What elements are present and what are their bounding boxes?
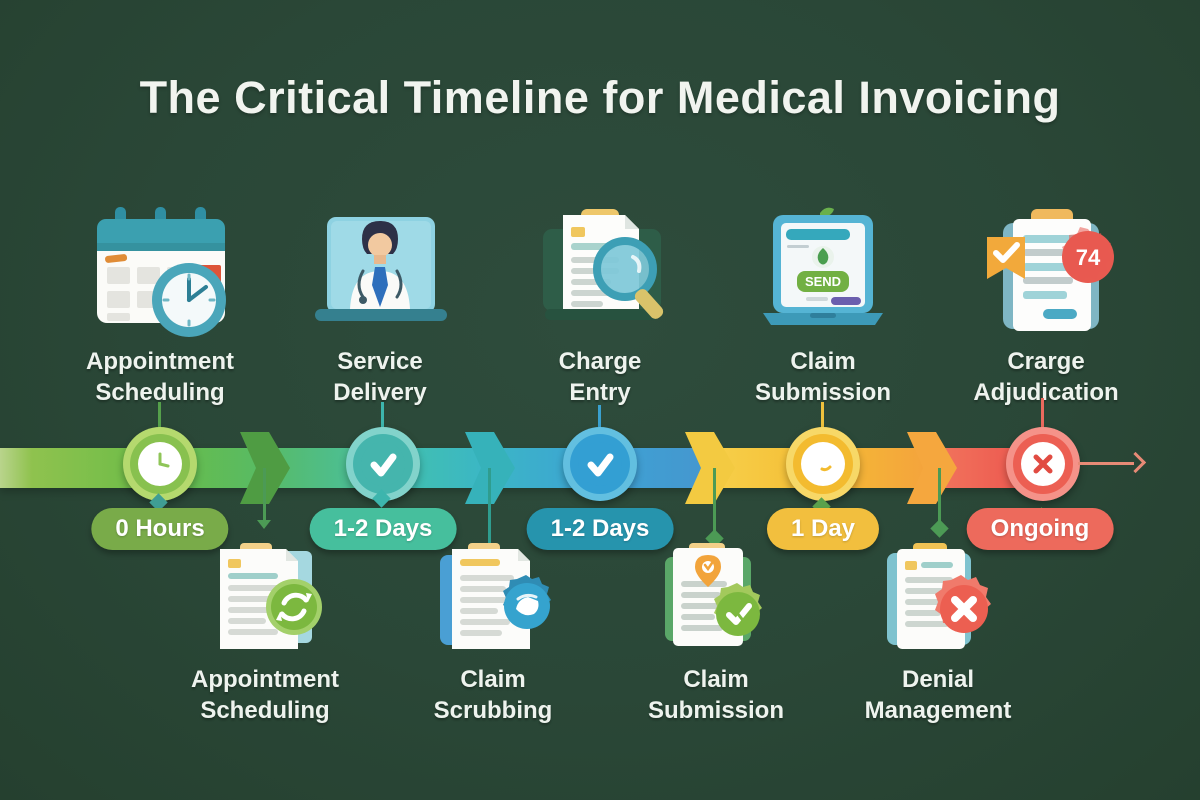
drop-line <box>938 468 941 524</box>
drop-line <box>263 468 266 520</box>
laptop-doctor-icon <box>265 205 495 337</box>
duration-badge: 0 Hours <box>91 508 229 550</box>
document-refresh-icon <box>150 543 380 655</box>
connector-stem <box>158 402 161 450</box>
stage-label: Claim Scrubbing <box>433 666 553 724</box>
timeline-marker-check <box>346 427 420 501</box>
bottom-stage-denial-management: Denial Management <box>823 543 1053 726</box>
stage-label: Appointment Scheduling <box>86 348 234 406</box>
clipboard-check-icon: 74 <box>931 205 1161 337</box>
connector-stem <box>821 402 824 450</box>
top-stage-appointment-scheduling: Appointment Scheduling <box>45 205 275 408</box>
connector-stem <box>381 402 384 450</box>
notification-badge-count: 74 <box>1076 245 1101 270</box>
top-stage-charge-adjudication: 74 Crarge Adjudication <box>931 205 1161 408</box>
duration-badge: 1-2 Days <box>309 508 457 550</box>
stage-label: Claim Submission <box>754 348 892 406</box>
duration-badge: 1 Day <box>766 508 880 550</box>
timeline-end-arrow <box>1078 462 1134 465</box>
connector-stem <box>1041 398 1044 450</box>
bottom-stage-claim-scrubbing: Claim Scrubbing <box>378 543 608 726</box>
timeline-marker-error <box>1006 427 1080 501</box>
document-magnifier-icon <box>485 205 715 337</box>
stage-label: Service Delivery <box>333 348 427 406</box>
top-stage-charge-entry: Charge Entry <box>485 205 715 408</box>
send-button-label: SEND <box>805 274 841 289</box>
drop-line <box>713 468 716 534</box>
drop-arrowhead <box>257 520 271 529</box>
drop-line <box>488 468 491 550</box>
top-stage-service-delivery: Service Delivery <box>265 205 495 408</box>
timeline-marker-check <box>563 427 637 501</box>
bottom-stage-claim-submission: Claim Submission <box>601 543 831 726</box>
clipboard-pin-icon <box>601 543 831 655</box>
top-stage-claim-submission: SEND Claim Submission <box>708 205 938 408</box>
clipboard-error-icon <box>823 543 1053 655</box>
laptop-send-icon: SEND <box>708 205 938 337</box>
duration-badge: 1-2 Days <box>526 508 674 550</box>
duration-badge: Ongoing <box>966 508 1114 550</box>
stage-label: Charge Entry <box>558 348 642 406</box>
infographic-title: The Critical Timeline for Medical Invoic… <box>139 72 1061 123</box>
stage-label: Appointment Scheduling <box>191 666 339 724</box>
bottom-stage-appointment-scheduling: Appointment Scheduling <box>150 543 380 726</box>
calendar-clock-icon <box>45 205 275 337</box>
stage-label: Claim Submission <box>647 666 785 724</box>
timeline-marker-clock <box>786 427 860 501</box>
stage-label: Crarge Adjudication <box>973 348 1119 406</box>
timeline-end-arrow-tip <box>1124 451 1147 474</box>
drop-arrowhead <box>930 519 949 538</box>
document-scrub-icon <box>378 543 608 655</box>
stage-label: Denial Management <box>864 666 1012 724</box>
timeline-marker-clock <box>123 427 197 501</box>
